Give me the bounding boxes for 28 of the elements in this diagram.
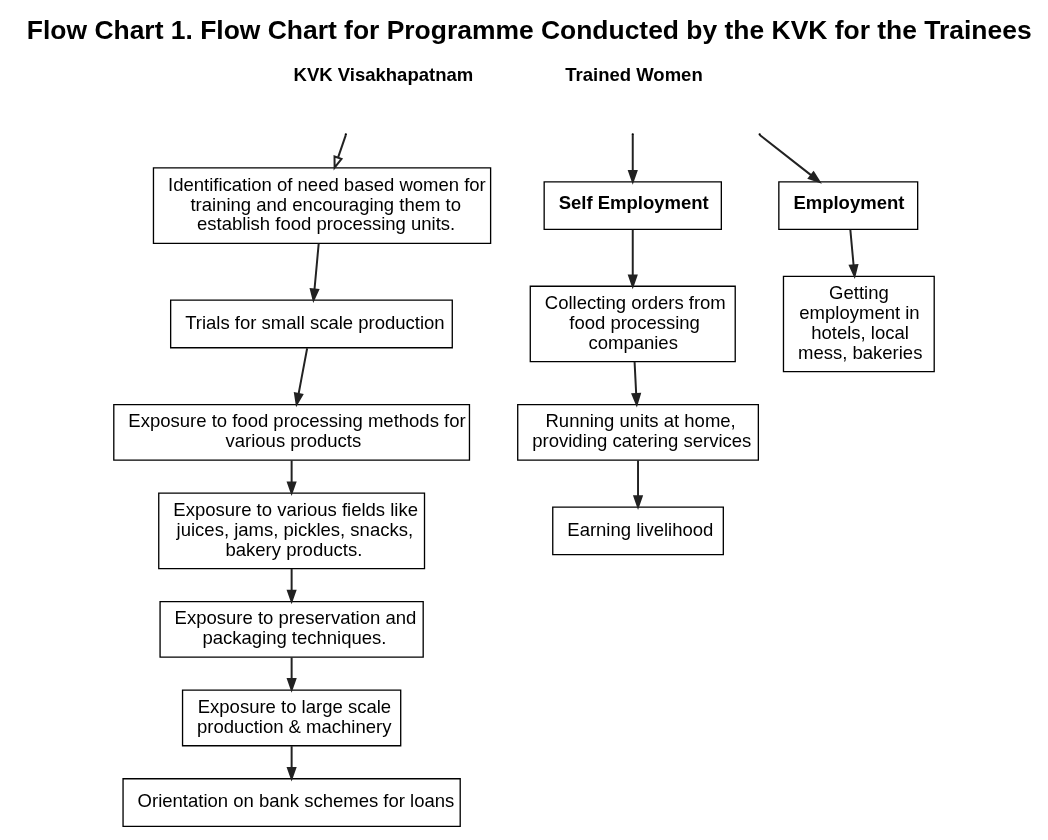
node-box: Exposure to large scale production & machinery [181,689,402,747]
label: Trained Women [565,63,703,85]
node-box: Employment [778,181,919,231]
node-box: Self Employment [543,181,722,231]
arrow [632,459,644,510]
node-box: Collecting orders from food processing companies [529,285,736,363]
node-box: Earning livelihood [552,506,724,556]
label: KVK Visakhapatnam [293,63,474,85]
arrow [286,568,297,605]
arrow [627,228,638,290]
node-box: Getting employment in hotels, local mess, bakeries [782,275,935,373]
node-box: Exposure to food processing methods for various products [113,403,471,461]
node-box: Orientation on bank schemes for loans [122,778,461,828]
arrow [627,134,638,185]
arrow [286,459,297,496]
arrow [333,134,347,171]
arrow [286,656,297,693]
diagram-title: Flow Chart 1. Flow Chart for Programme Conducted by the KVK for the Trainees [26,14,1032,45]
arrow [293,347,309,408]
node-box: Exposure to various fields like juices, jams, pickles, snacks, bakery products. [158,492,426,570]
node-box: Exposure to preservation and packaging techniques. [159,600,424,658]
arrow [848,228,859,279]
arrow [286,745,297,782]
node-box: Identification of need based women for training and encouraging them to establish food processing units. [152,167,492,244]
arrow [309,242,320,304]
arrow [631,360,642,408]
node-box: Trials for small scale production [170,299,453,349]
node-box: Running units at home, providing catering services [517,403,759,461]
